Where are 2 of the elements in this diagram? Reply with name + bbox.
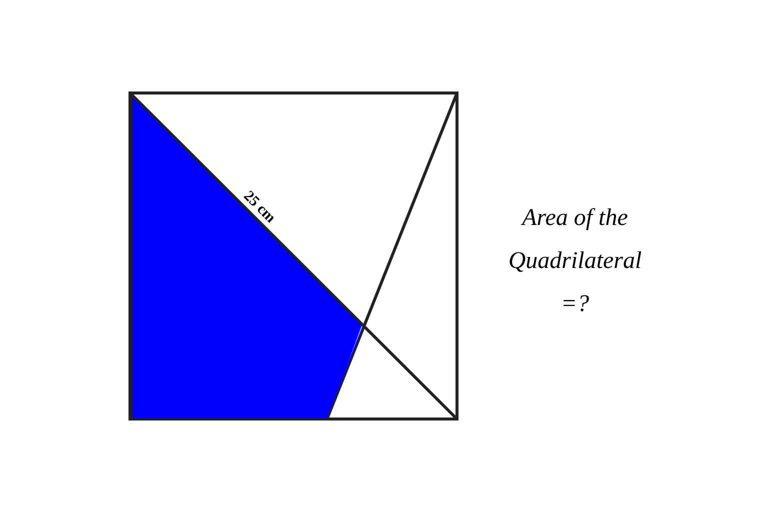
question-text: Area of the Quadrilateral =? (507, 204, 643, 319)
length-label: 25 cm (240, 188, 278, 226)
